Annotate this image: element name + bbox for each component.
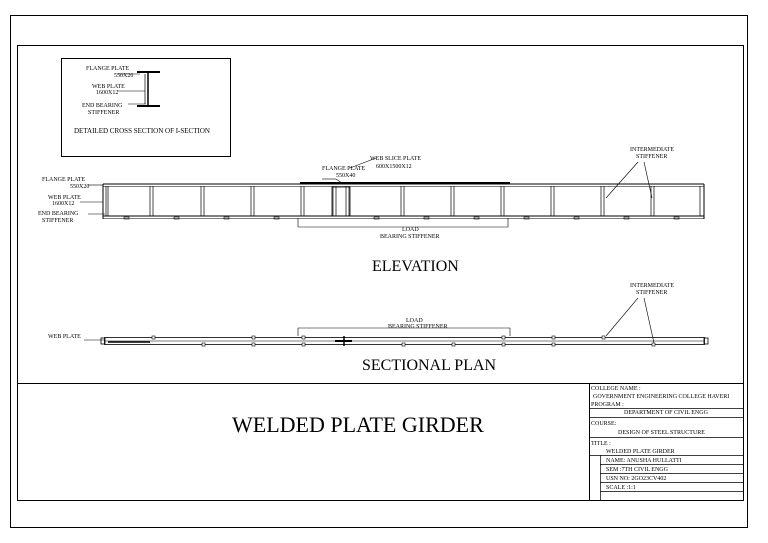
- plan-inter-label-1: INTERMEDIATE: [630, 283, 674, 289]
- student-name: NAME: ANUSHA HULLATTI: [606, 458, 682, 464]
- plan-load-label-2: BEARING STIFFENER: [388, 324, 448, 330]
- cs-flange-size: 550X20: [114, 73, 133, 79]
- plan-title: SECTIONAL PLAN: [362, 357, 497, 374]
- plan-inter-leader-2: [643, 297, 655, 344]
- elev-inter-leader-1: [605, 161, 639, 199]
- course-name: DESIGN OF STEEL STRUCTURE: [618, 430, 705, 436]
- plan-end-right: [703, 337, 709, 345]
- elevation-title: ELEVATION: [372, 258, 459, 275]
- elev-end-stiffener-label-1: END BEARING: [38, 211, 79, 217]
- elev-stiffeners: [105, 186, 701, 216]
- cs-web-label: WEB PLATE: [92, 84, 125, 90]
- semester: SEM :7TH CIVIL ENGG: [606, 467, 669, 473]
- plan-stiffener-ticks: [151, 335, 656, 347]
- elev-splice-leader: [349, 157, 377, 169]
- elev-load-bracket: [297, 218, 509, 228]
- title-name: WELDED PLATE GIRDER: [606, 449, 675, 455]
- elev-load-label-1: LOAD: [402, 227, 419, 233]
- elev-cover-label: FLANGE PLATE: [322, 166, 366, 172]
- plan-inter-leader-1: [605, 297, 639, 337]
- plan-inter-label-2: STIFFENER: [636, 290, 667, 296]
- course-label: COURSE:: [591, 421, 617, 427]
- cs-flange-label: FLANGE PLATE: [86, 66, 130, 72]
- elev-end-stiffener-label-2: STIFFENER: [42, 218, 73, 224]
- cs-web-size: 1600X12: [96, 90, 118, 96]
- elev-cover-plate: [300, 182, 510, 184]
- outer-border: [10, 15, 748, 528]
- elev-splice-label: WEB SLICE PLATE: [370, 156, 421, 162]
- cross-section-frame: [61, 58, 231, 157]
- plan-end-left: [100, 337, 106, 345]
- plan-web-label: WEB PLATE: [48, 334, 81, 340]
- elev-load-label-2: BEARING STIFFENER: [380, 234, 440, 240]
- drawing-scale: SCALE :1:1: [606, 485, 636, 491]
- elev-cover-size: 550X40: [336, 173, 355, 179]
- title-block: WELDED PLATE GIRDER COLLEGE NAME : GOVER…: [232, 383, 744, 500]
- usn-number: USN NO: 2GO23CV402: [606, 476, 666, 482]
- elev-bottom-ticks: [123, 216, 680, 220]
- sectional-plan-view: WEB PLATE LOAD BEARING STIFFENER INTERME…: [48, 283, 709, 374]
- cs-caption: DETAILED CROSS SECTION OF I-SECTION: [74, 127, 210, 135]
- elev-web-size: 1600X12: [52, 201, 74, 207]
- plan-load-label-1: LOAD: [406, 318, 423, 324]
- college-name: GOVERNMENT ENGINEERING COLLEGE HAVERI: [593, 394, 729, 400]
- elev-web-splice-plate: [331, 186, 351, 217]
- elev-splice-size: 600X1500X12: [376, 164, 412, 170]
- title-label: TITLE :: [591, 441, 611, 447]
- elevation-view: FLANGE PLATE 550X20 WEB PLATE 1600X12 EN…: [38, 147, 705, 275]
- main-title: WELDED PLATE GIRDER: [232, 412, 484, 437]
- cs-end-stiffener-label-2: STIFFENER: [88, 110, 119, 116]
- cross-section-detail: FLANGE PLATE 550X20 WEB PLATE 1600X12 EN…: [61, 58, 231, 157]
- elev-flange-size: 550X20: [70, 184, 89, 190]
- inner-border: [17, 45, 744, 501]
- program-label: PROGRAM :: [591, 402, 624, 408]
- elev-flange-label: FLANGE PLATE: [42, 177, 86, 183]
- elev-inter-leader-2: [643, 161, 653, 199]
- elev-cover-leader-2: [335, 178, 343, 184]
- elev-inter-label-1: INTERMEDIATE: [630, 147, 674, 153]
- cs-end-stiffener-label-1: END BEARING: [82, 103, 123, 109]
- program-name: DEPARTMENT OF CIVIL ENGG: [624, 410, 709, 416]
- plan-load-bracket: [297, 327, 511, 336]
- elev-web-label: WEB PLATE: [48, 195, 81, 201]
- elev-inter-label-2: STIFFENER: [636, 154, 667, 160]
- college-label: COLLEGE NAME :: [591, 386, 641, 392]
